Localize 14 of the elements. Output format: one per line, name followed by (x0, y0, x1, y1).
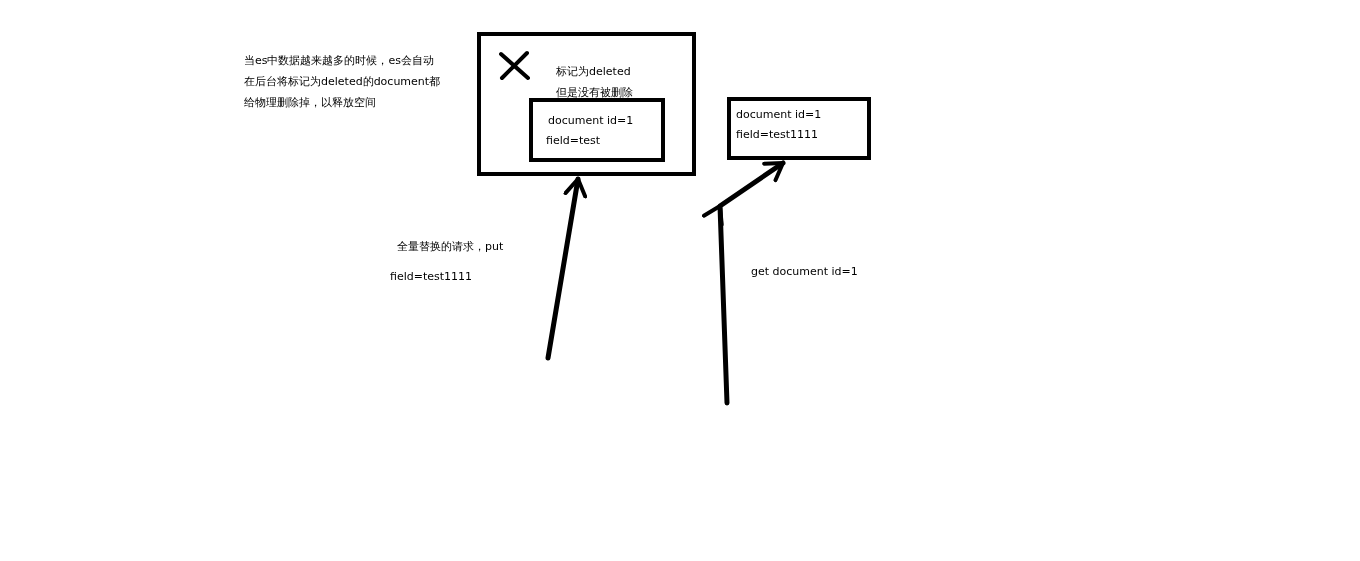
arrow-label: field=test1111 (390, 269, 473, 285)
arrow (545, 176, 588, 361)
arrow-label: get document id=1 (751, 264, 858, 280)
box (529, 98, 665, 162)
box-text: document id=1 (548, 114, 634, 128)
box (477, 32, 696, 176)
note-text: 当es中数据越来越多的时候，es会自动在后台将标记为deleted的document都给物理删除掉，以释放空间 (244, 53, 442, 111)
arrow-label: 全量替换的请求，put (397, 239, 504, 255)
box-text: field=test (546, 134, 601, 148)
box-text: document id=1 (736, 108, 822, 122)
arrow (702, 160, 786, 406)
box (727, 97, 871, 160)
box-text: 标记为deleted但是没有被删除 (556, 64, 634, 101)
box-text: field=test1111 (736, 128, 819, 142)
